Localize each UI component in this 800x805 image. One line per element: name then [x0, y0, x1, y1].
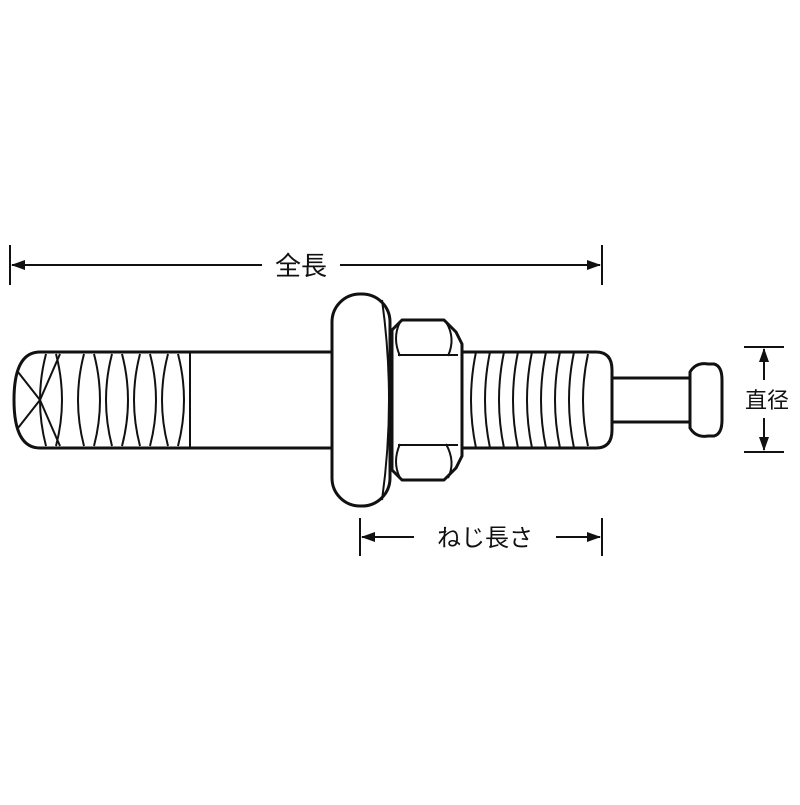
diameter-dimension: 直径: [744, 346, 789, 453]
diameter-label: 直径: [745, 389, 789, 414]
total-length-dimension: 全長: [9, 245, 603, 285]
sleeve-split-line-bottom: [39, 399, 61, 447]
drive-pin: [610, 362, 724, 438]
thread-length-dimension: ねじ長さ: [359, 518, 603, 556]
thread-length-label: ねじ長さ: [437, 524, 533, 552]
washer: [330, 292, 392, 508]
sleeve-outline: [12, 350, 342, 450]
pin-shaft: [610, 376, 692, 424]
washer-outline: [330, 292, 392, 508]
hex-nut: [390, 318, 464, 482]
thread-lines: [470, 351, 589, 449]
washer-edge: [381, 299, 390, 501]
sleeve-body: [12, 350, 342, 450]
threaded-section: [460, 350, 614, 450]
expansion-spring-coils: [39, 353, 185, 447]
sleeve-split-line-top: [39, 353, 61, 401]
pin-head: [688, 362, 724, 438]
total-length-label: 全長: [275, 252, 327, 282]
